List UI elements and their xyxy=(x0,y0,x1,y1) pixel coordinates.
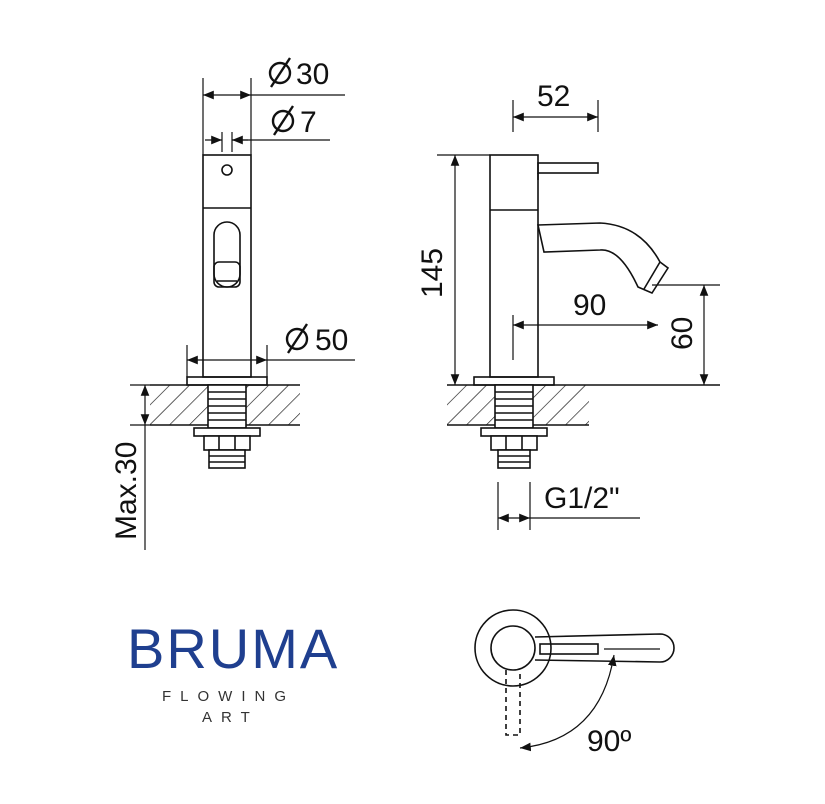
dim-spout-60: 60 xyxy=(666,317,699,350)
diameter-icon xyxy=(285,323,309,354)
dim-max-30: Max.30 xyxy=(110,442,143,540)
side-view xyxy=(437,100,720,530)
brand-tagline-2: ART xyxy=(202,709,259,726)
faucet-body-front xyxy=(202,154,252,378)
dim-rotation-90: 90º xyxy=(587,725,631,758)
diameter-icon xyxy=(271,105,295,136)
handle-lever xyxy=(537,162,599,174)
base-outer-circle xyxy=(474,609,552,687)
dim-reach-90: 90 xyxy=(573,289,606,322)
dim-height-145: 145 xyxy=(416,248,449,298)
brand-logo: BRUMA FLOWING ART xyxy=(127,617,339,726)
handle-top xyxy=(534,633,675,663)
dim-diameter-50: 50 xyxy=(315,324,348,357)
faucet-body-side xyxy=(489,154,539,378)
dim-diameter-30: 30 xyxy=(296,58,329,91)
front-view xyxy=(130,78,355,550)
dim-diameter-7: 7 xyxy=(300,106,317,139)
spout xyxy=(537,222,670,295)
brand-name: BRUMA xyxy=(127,617,339,680)
dim-depth-52: 52 xyxy=(537,80,570,113)
body-circle xyxy=(490,625,536,671)
hole-7 xyxy=(221,164,233,176)
rotation-arc xyxy=(519,654,617,752)
base-flange-front xyxy=(186,376,268,386)
outlet-front xyxy=(213,221,241,288)
dim-thread: G1/2" xyxy=(544,482,620,515)
brand-tagline-1: FLOWING xyxy=(162,688,295,705)
base-flange-side xyxy=(473,376,555,386)
top-view xyxy=(474,609,675,752)
diameter-icon xyxy=(268,57,292,88)
